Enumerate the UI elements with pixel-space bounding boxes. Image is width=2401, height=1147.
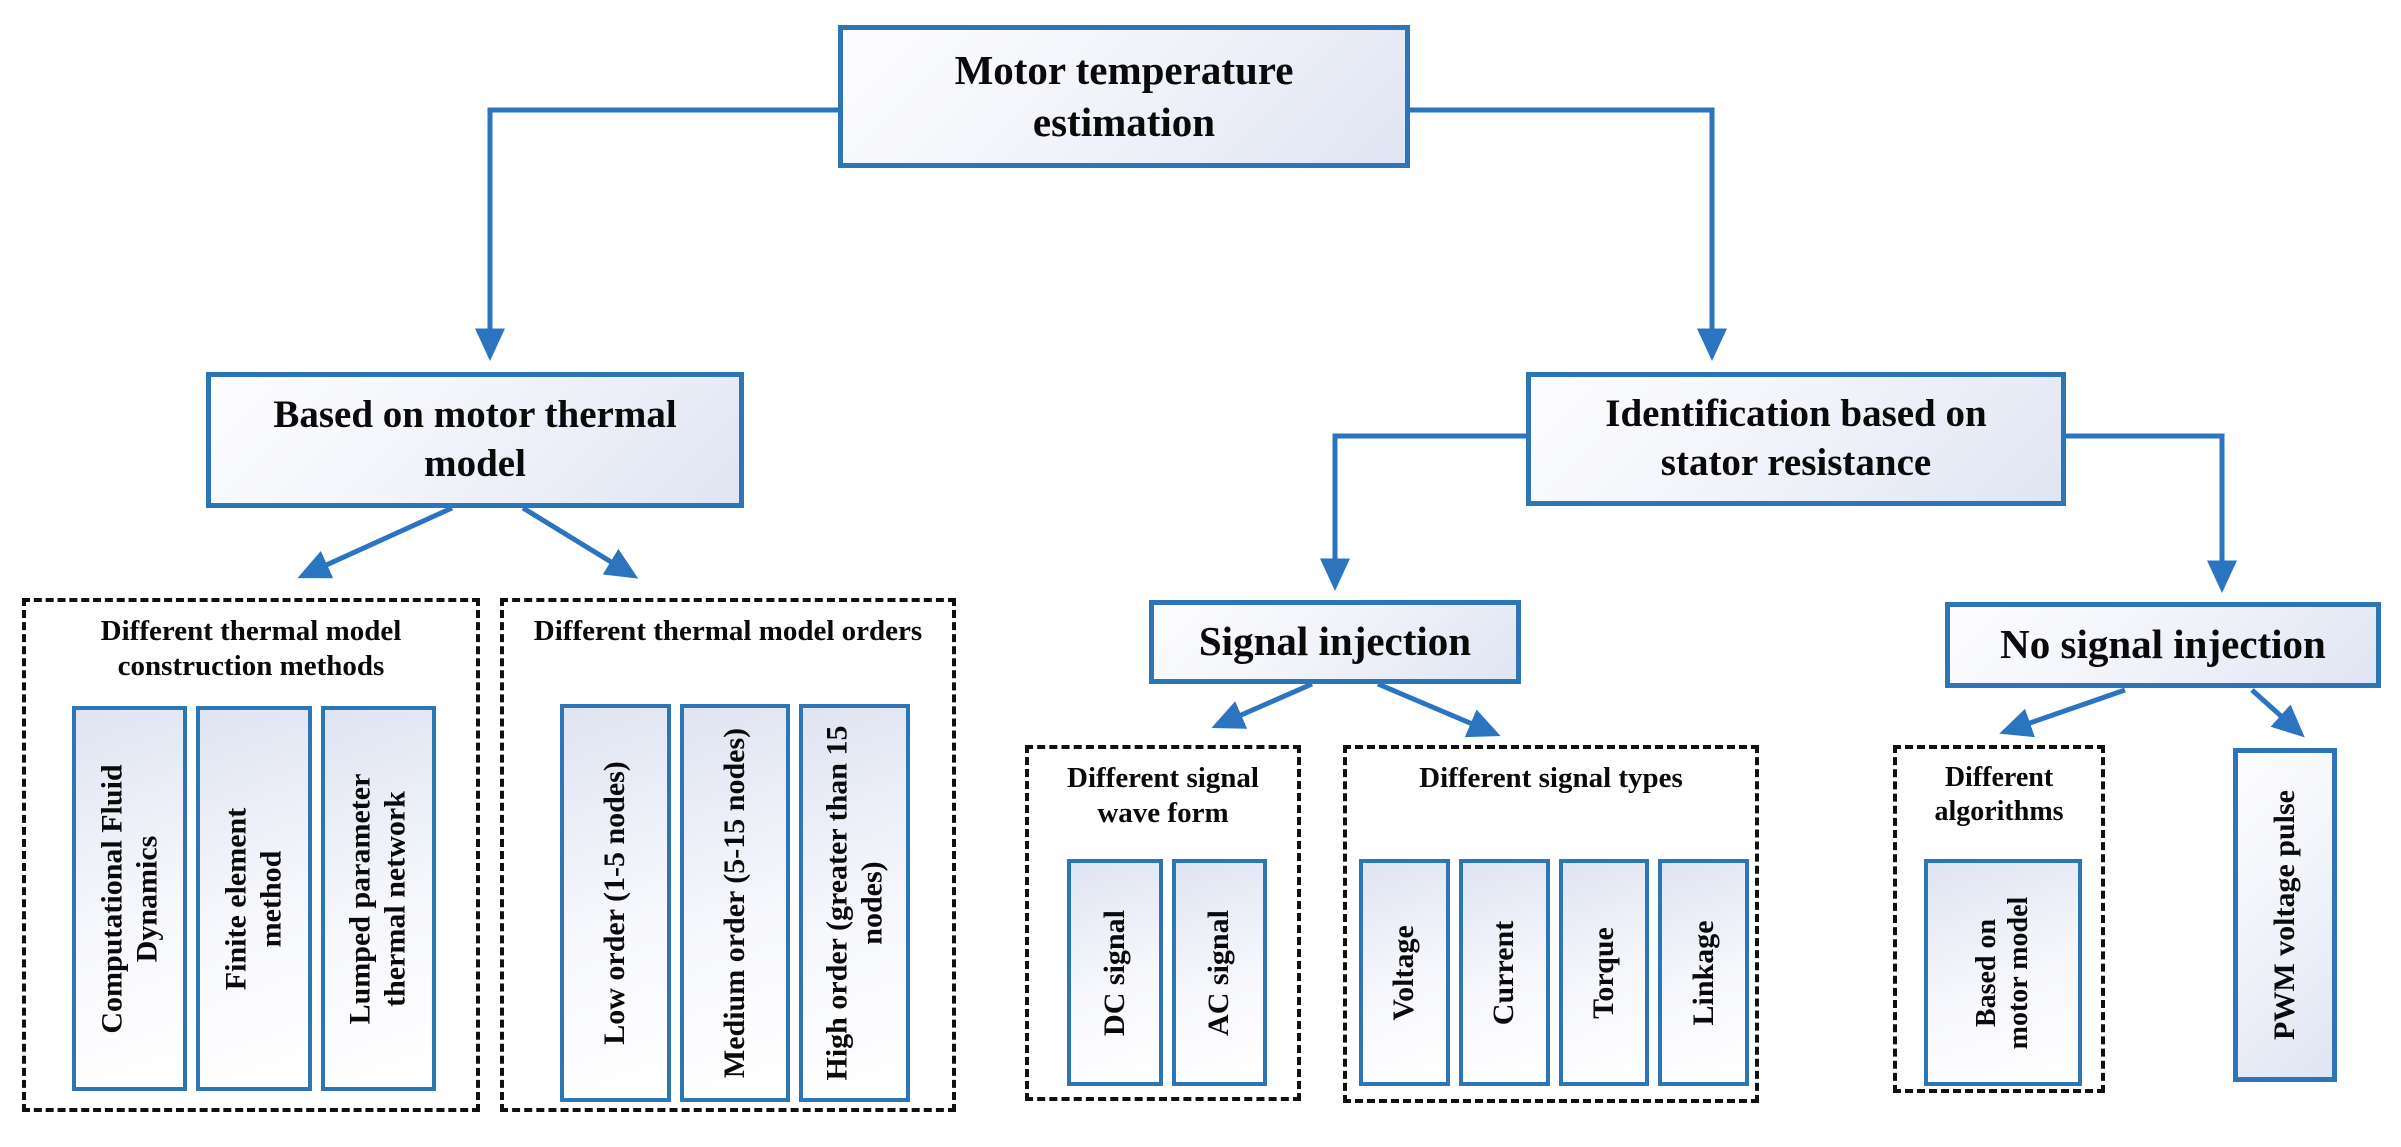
item-label: Finite element method <box>219 807 287 990</box>
arrow-root-to-identification <box>1410 107 1727 361</box>
item-current: Current <box>1458 859 1550 1086</box>
group-different-algorithms-items: Based on motor model <box>1924 859 2082 1086</box>
item-finite-element-method: Finite element method <box>196 706 312 1091</box>
item-label: Torque <box>1586 926 1620 1019</box>
node-identification-based-on-stator-resistance: Identification based on stator resistanc… <box>1526 372 2066 506</box>
arrow-identification-to-no-signal-injection <box>2064 433 2237 593</box>
group-signal-types-items: Voltage Current Torque Linkage <box>1359 859 1749 1086</box>
node-motor-temperature-estimation: Motor temperature estimation <box>838 25 1410 168</box>
item-ac-signal: AC signal <box>1171 859 1267 1086</box>
group-model-orders: Different thermal model orders Low order… <box>500 598 956 1112</box>
group-signal-types: Different signal types Voltage Current T… <box>1343 745 1759 1103</box>
item-label: Based on motor model <box>1970 896 2034 1049</box>
node-pwm-voltage-pulse: PWM voltage pulse <box>2233 748 2337 1082</box>
arrow-thermal-to-construction-methods <box>297 505 454 579</box>
group-construction-methods-title: Different thermal model construction met… <box>100 615 402 682</box>
arrow-identification-to-signal-injection <box>1320 433 1528 591</box>
item-label: Low order (1-5 nodes) <box>598 761 632 1045</box>
node-no-signal-injection: No signal injection <box>1945 602 2381 688</box>
item-dc-signal: DC signal <box>1067 859 1163 1086</box>
item-computational-fluid-dynamics: Computational Fluid Dynamics <box>72 706 188 1091</box>
item-based-on-motor-model: Based on motor model <box>1924 859 2082 1086</box>
node-signal-injection-label: Signal injection <box>1198 618 1472 665</box>
item-label: DC signal <box>1097 909 1131 1036</box>
item-label: Medium order (5-15 nodes) <box>717 727 751 1079</box>
group-signal-wave-form: Different signal wave form DC signal AC … <box>1025 745 1301 1101</box>
item-label: Voltage <box>1387 924 1421 1021</box>
node-signal-injection: Signal injection <box>1149 600 1521 684</box>
node-based-on-motor-thermal-model: Based on motor thermal model <box>206 372 744 508</box>
arrow-signal-injection-to-wave-form <box>1211 681 1314 729</box>
group-construction-methods: Different thermal model construction met… <box>22 598 480 1112</box>
group-different-algorithms: Different algorithms Based on motor mode… <box>1893 745 2105 1093</box>
item-voltage: Voltage <box>1359 859 1450 1086</box>
arrow-signal-injection-to-signal-types <box>1377 681 1501 738</box>
group-signal-wave-form-items: DC signal AC signal <box>1067 859 1267 1086</box>
item-low-order: Low order (1-5 nodes) <box>560 704 671 1102</box>
arrow-no-signal-to-algorithms <box>1999 687 2126 738</box>
item-label: High order (greater than 15 nodes) <box>820 725 888 1081</box>
group-construction-methods-items: Computational Fluid Dynamics Finite elem… <box>72 706 436 1091</box>
group-signal-wave-form-title: Different signal wave form <box>1067 762 1259 829</box>
item-label: Lumped parameter thermal network <box>343 773 412 1024</box>
node-no-signal-injection-label: No signal injection <box>2000 621 2326 668</box>
node-motor-temperature-estimation-label: Motor temperature estimation <box>954 47 1294 145</box>
arrow-root-to-thermal <box>475 107 840 361</box>
arrow-no-signal-to-pwm <box>2250 688 2305 738</box>
item-label: Linkage <box>1686 919 1720 1026</box>
arrow-thermal-to-model-orders <box>521 505 639 579</box>
item-medium-order: Medium order (5-15 nodes) <box>679 704 791 1102</box>
item-label: Current <box>1486 920 1520 1025</box>
group-signal-types-title: Different signal types <box>1419 762 1683 794</box>
item-lumped-parameter-thermal-network: Lumped parameter thermal network <box>320 706 436 1091</box>
item-torque: Torque <box>1558 859 1650 1086</box>
item-linkage: Linkage <box>1658 859 1749 1086</box>
item-label: AC signal <box>1202 909 1235 1036</box>
item-high-order: High order (greater than 15 nodes) <box>799 704 911 1102</box>
item-label: Computational Fluid Dynamics <box>95 763 163 1034</box>
group-different-algorithms-title: Different algorithms <box>1934 762 2064 827</box>
group-model-orders-items: Low order (1-5 nodes) Medium order (5-15… <box>560 704 911 1102</box>
node-identification-label: Identification based on stator resistanc… <box>1605 392 1987 484</box>
node-pwm-label: PWM voltage pulse <box>2267 790 2301 1040</box>
group-model-orders-title: Different thermal model orders <box>533 615 923 647</box>
node-thermal-label: Based on motor thermal model <box>273 393 677 485</box>
